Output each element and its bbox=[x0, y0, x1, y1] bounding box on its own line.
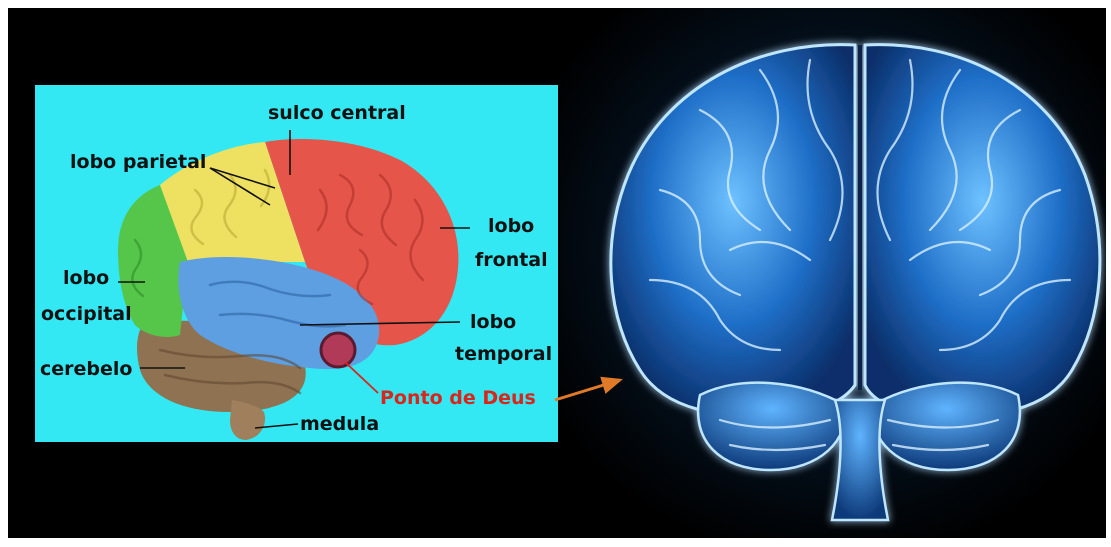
brain-stem bbox=[832, 400, 888, 520]
label-ponto-de-deus: Ponto de Deus bbox=[380, 387, 536, 409]
label-sulco-central: sulco central bbox=[268, 102, 406, 124]
label-cerebelo: cerebelo bbox=[40, 358, 132, 380]
label-lobo-frontal-line2: frontal bbox=[475, 249, 548, 271]
label-medula: medula bbox=[300, 413, 379, 435]
god-spot bbox=[321, 333, 355, 367]
label-lobo-parietal: lobo parietal bbox=[70, 151, 206, 173]
label-lobo-occipital-line2: occipital bbox=[41, 303, 132, 325]
label-lobo-occipital-line1: lobo bbox=[63, 267, 109, 289]
label-lobo-frontal-line1: lobo bbox=[488, 215, 534, 237]
label-lobo-temporal-line2: temporal bbox=[455, 343, 552, 365]
label-lobo-temporal-line1: lobo bbox=[470, 311, 516, 333]
